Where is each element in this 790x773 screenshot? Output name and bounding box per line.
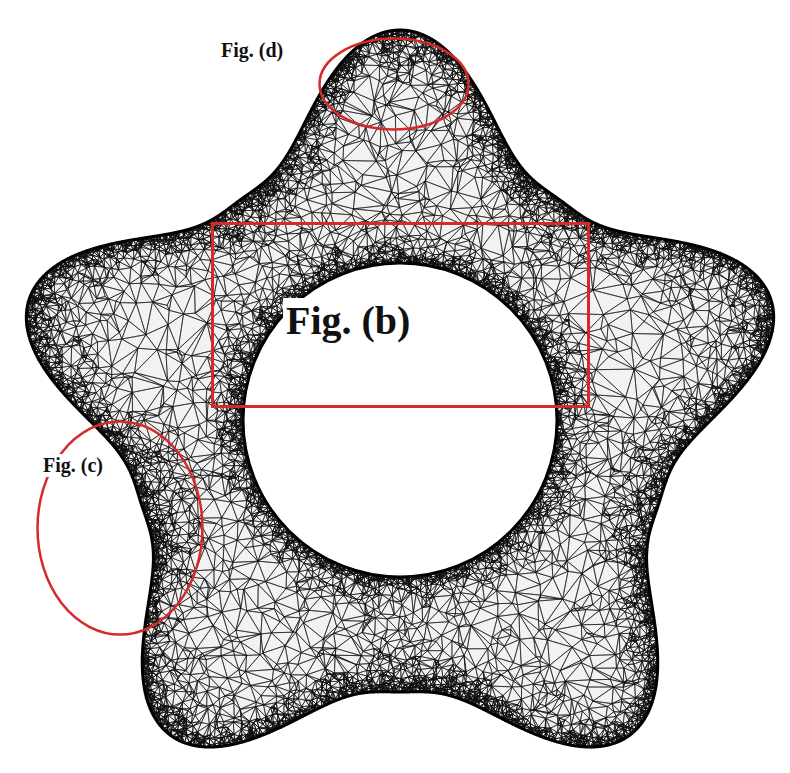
figure-label: Fig. (b) (283, 298, 413, 344)
domain-fill (26, 30, 773, 747)
outline (36, 420, 204, 636)
circular-hole (243, 263, 557, 577)
figure-label: Fig. (c) (40, 454, 106, 477)
ellipse-outline (38, 422, 203, 635)
ellipse-outline (320, 39, 469, 130)
callout-rectangle: Fig. (b) (211, 222, 590, 408)
mesh-triangles (26, 30, 773, 747)
mesh-triangles (26, 30, 773, 747)
callout-ellipse: Fig. (c) (36, 420, 204, 636)
outline (318, 37, 470, 131)
rect-outline (213, 224, 589, 407)
figure-label: Fig. (d) (218, 39, 286, 62)
outer-boundary (26, 30, 773, 747)
callout-ellipse: Fig. (d) (318, 37, 470, 131)
